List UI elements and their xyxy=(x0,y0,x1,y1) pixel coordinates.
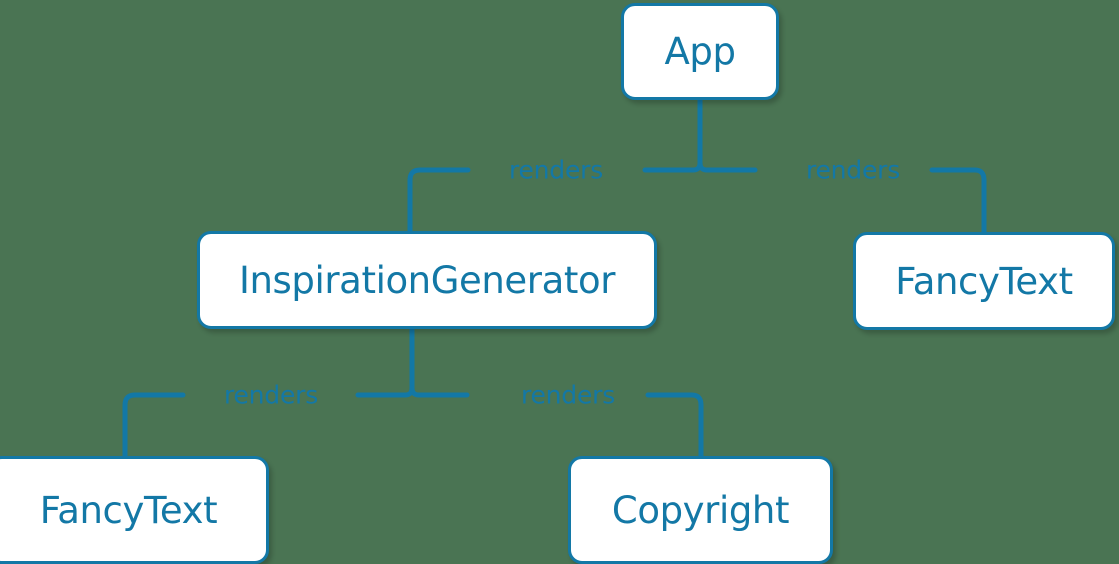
edge-label-app-inspirationgenerator: renders xyxy=(508,155,604,185)
edge-inspgen-stem-left xyxy=(355,385,415,398)
edge-app-to-fancytext-right xyxy=(929,167,987,235)
edge-inspgen-stem xyxy=(409,326,470,398)
node-fancytext-right-label: FancyText xyxy=(895,259,1073,303)
node-inspirationgenerator-label: InspirationGenerator xyxy=(238,258,616,302)
edge-label-inspirationgenerator-fancytext-left: renders xyxy=(223,380,319,410)
edge-app-stem-left xyxy=(642,160,703,173)
node-fancytext-left-label: FancyText xyxy=(39,488,218,532)
edge-inspgen-to-fancytext-left xyxy=(122,392,186,459)
edge-label-inspirationgenerator-copyright: renders xyxy=(520,380,616,410)
edge-inspgen-to-copyright xyxy=(645,392,704,459)
node-inspirationgenerator[interactable]: InspirationGenerator xyxy=(197,231,657,329)
edge-label-app-fancytext-right: renders xyxy=(805,155,901,185)
node-copyright-label: Copyright xyxy=(611,488,790,532)
node-app[interactable]: App xyxy=(621,3,779,100)
edge-app-to-inspgen xyxy=(407,167,471,234)
node-fancytext-right[interactable]: FancyText xyxy=(853,232,1115,330)
edge-app-stem xyxy=(697,97,758,173)
node-fancytext-left[interactable]: FancyText xyxy=(0,456,269,564)
node-copyright[interactable]: Copyright xyxy=(568,456,833,564)
node-app-label: App xyxy=(664,30,736,73)
